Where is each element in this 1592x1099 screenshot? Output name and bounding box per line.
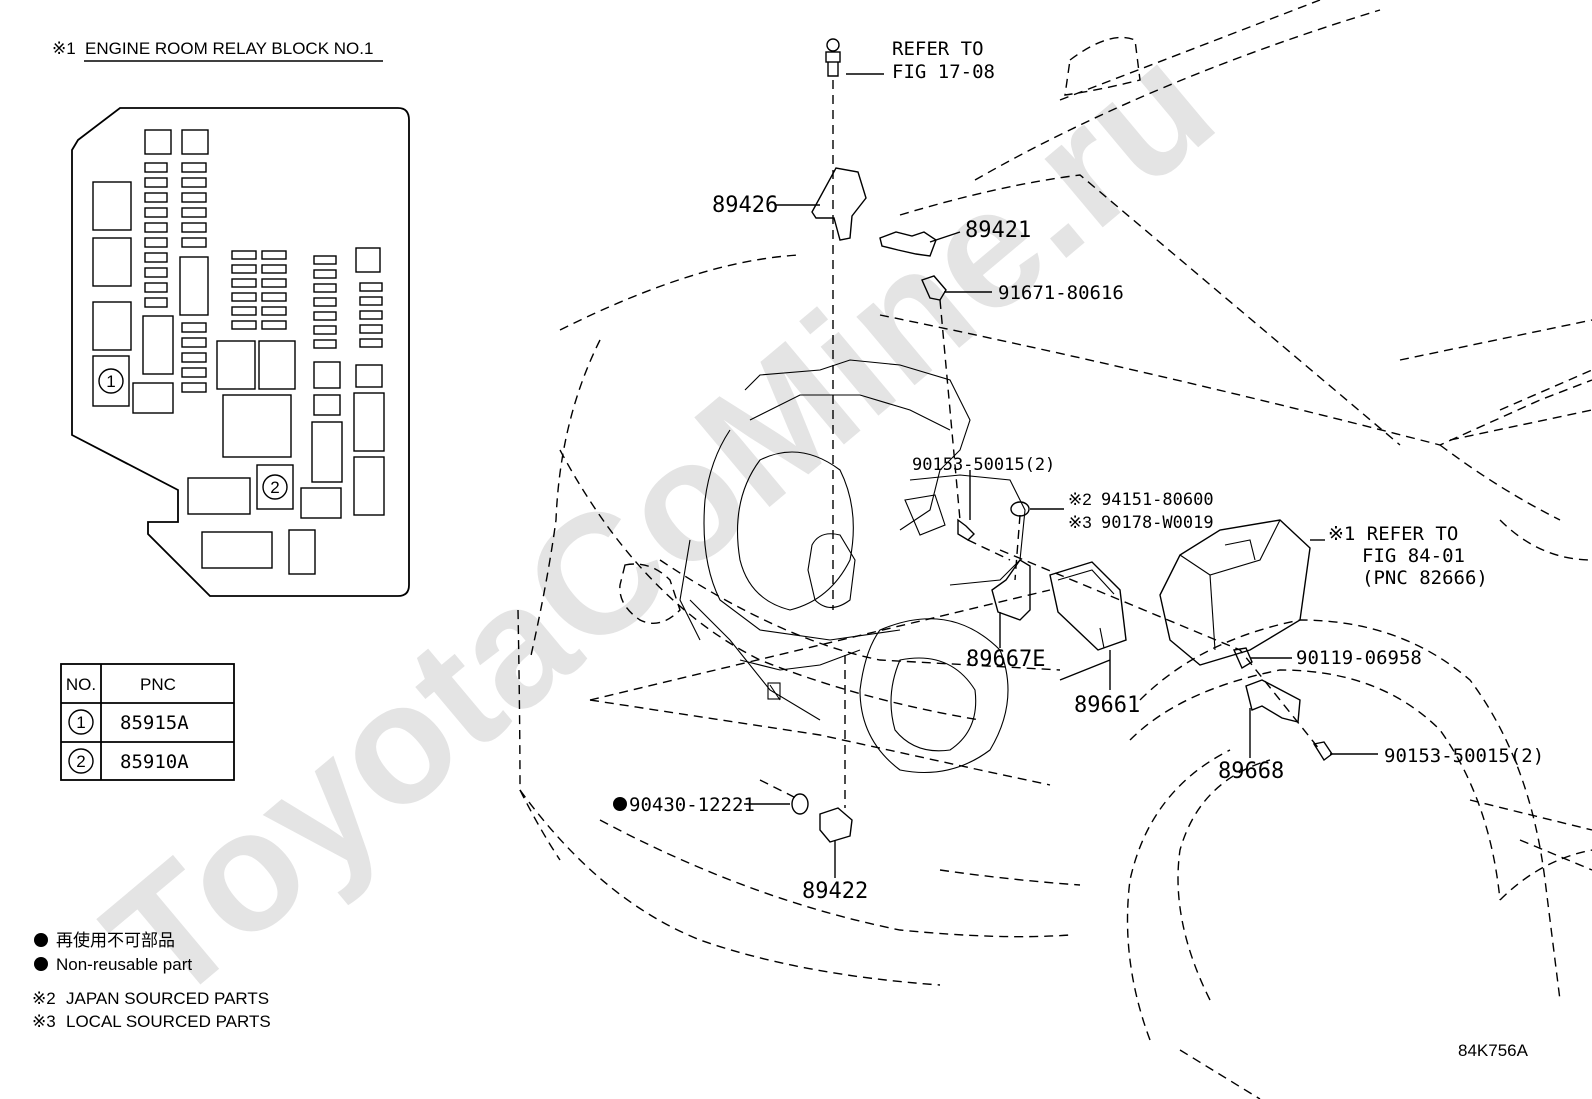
bracket-89667e (991, 559, 1031, 621)
callout-refer-84-line1: ※1 REFER TO (1328, 523, 1458, 545)
leader-lines (744, 73, 1378, 878)
bracket-89668 (1245, 679, 1301, 723)
callout-94151: 94151-80600 (1101, 490, 1214, 510)
pnc-table-row-no: 2 (76, 752, 85, 771)
callout-89668: 89668 (1218, 759, 1284, 784)
non-reusable-dot-icon (34, 933, 48, 947)
ecu-89661 (1049, 561, 1127, 651)
pnc-table-row-no: 1 (76, 713, 85, 732)
callout-90178: 90178-W0019 (1101, 513, 1214, 533)
relay-block-title-mark: ※1 (52, 39, 76, 58)
pnc-table-row-pnc: 85910A (120, 751, 189, 773)
assembly-lines (589, 80, 1321, 808)
callout-90430: 90430-12221 (629, 794, 755, 816)
sensor-89422 (819, 807, 853, 843)
non-reusable-dot-icon (34, 957, 48, 971)
note-japan-sourced: JAPAN SOURCED PARTS (66, 989, 269, 1008)
gasket-90430-icon (791, 793, 809, 815)
relay-block-drawing: 1 2 (71, 107, 410, 597)
vehicle-outline (517, 0, 1592, 1099)
relay-marker-2: 2 (270, 478, 279, 497)
pnc-table-header-no: NO. (66, 675, 96, 694)
callout-90153-top: 90153-50015(2) (912, 455, 1055, 475)
engine-drawing (679, 359, 1026, 773)
note-non-reusable-en: Non-reusable part (56, 955, 192, 974)
pnc-table-header-pnc: PNC (140, 675, 176, 694)
callout-refer-84-line2: FIG 84-01 (1362, 545, 1465, 567)
callout-90153-bottom: 90153-50015(2) (1384, 745, 1544, 767)
washer-94151-icon (1010, 501, 1030, 517)
callout-refer-17-line2: FIG 17-08 (892, 61, 995, 83)
pnc-table: NO. PNC 1 85915A 2 85910A (60, 663, 235, 781)
note-local-mark: ※3 (32, 1012, 56, 1031)
callout-89426: 89426 (712, 193, 778, 218)
note-japan-mark: ※2 (32, 989, 56, 1008)
parts (791, 38, 1333, 843)
sensor-89421 (879, 231, 937, 257)
relay-block-82666 (1159, 519, 1311, 666)
figure-code: 84K756A (1458, 1041, 1529, 1060)
callout-94151-mark: ※2 (1068, 490, 1092, 509)
callout-89667e: 89667E (966, 647, 1045, 672)
callout-89422: 89422 (802, 879, 868, 904)
pnc-table-row-pnc: 85915A (120, 712, 189, 734)
callout-91671: 91671-80616 (998, 282, 1124, 304)
callout-89661: 89661 (1074, 693, 1140, 718)
non-reusable-dot-icon (613, 797, 627, 811)
bolt-90119-icon (1232, 647, 1253, 670)
legend-notes: 再使用不可部品 Non-reusable part ※2 JAPAN SOURC… (32, 930, 271, 1031)
callout-refer-84-line3: (PNC 82666) (1362, 567, 1488, 589)
callout-90178-mark: ※3 (1068, 513, 1092, 532)
callout-89421: 89421 (965, 218, 1031, 243)
relay-block-title: ENGINE ROOM RELAY BLOCK NO.1 (85, 39, 373, 58)
bracket-89426 (811, 167, 867, 241)
callout-refer-17-line1: REFER TO (892, 38, 984, 60)
note-non-reusable-jp: 再使用不可部品 (56, 930, 175, 950)
bolt-90153-icon (957, 518, 975, 541)
relay-marker-1: 1 (106, 372, 115, 391)
bolt-90153-bottom-icon (1312, 741, 1333, 762)
callout-90119: 90119-06958 (1296, 647, 1422, 669)
bolt-top-icon (825, 38, 841, 77)
note-local-sourced: LOCAL SOURCED PARTS (66, 1012, 271, 1031)
bolt-91671-icon (921, 275, 947, 301)
